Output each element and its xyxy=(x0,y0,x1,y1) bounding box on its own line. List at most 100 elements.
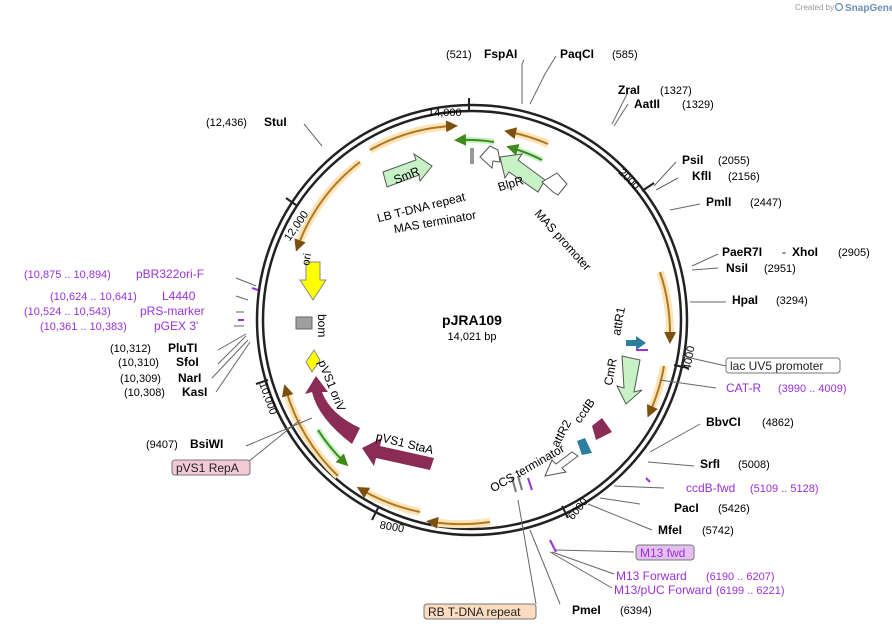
site-stui-pos: (12,436) xyxy=(206,117,247,129)
bom-box xyxy=(295,316,313,330)
m13-fwd-label: M13 fwd xyxy=(640,546,685,560)
site-psii-name: PsiI xyxy=(682,153,703,167)
backbone-inner xyxy=(261,109,683,531)
site-bsiwi-pos: (9407) xyxy=(146,439,178,451)
site-fspai-name: FspAI xyxy=(484,47,517,61)
site-hpai-pos: (3294) xyxy=(776,295,808,307)
site-paqci-pos: (585) xyxy=(612,49,638,61)
primer-m13puc-name: M13/pUC Forward xyxy=(614,583,712,597)
leader-lines xyxy=(211,55,727,605)
site-pmli-pos: (2447) xyxy=(750,197,782,209)
site-kasi-pos: (10,308) xyxy=(124,387,165,399)
green-arcs xyxy=(315,133,544,467)
backbone-outer xyxy=(255,103,689,537)
site-nsii-name: NsiI xyxy=(726,261,748,275)
site-nsii-pos: (2951) xyxy=(764,263,796,275)
cmr-arrow xyxy=(616,355,643,405)
site-mfei-pos: (5742) xyxy=(702,525,734,537)
site-mfei-name: MfeI xyxy=(658,523,682,537)
orf-arcs xyxy=(281,120,677,529)
primer-pgex3-pos: (10,361 .. 10,383) xyxy=(40,321,127,333)
site-pmei-name: PmeI xyxy=(572,603,601,617)
attr1-arrow xyxy=(626,336,646,350)
primer-marks xyxy=(238,287,651,553)
plasmid-name: pJRA109 xyxy=(442,312,502,328)
tick-12000 xyxy=(285,197,297,206)
plasmid-length: 14,021 bp xyxy=(448,331,497,343)
smr-arrow xyxy=(382,152,433,188)
site-bbvci-name: BbvCI xyxy=(706,415,741,429)
site-xhoi-name: XhoI xyxy=(792,245,818,259)
site-paer7i-name: PaeR7I xyxy=(722,245,762,259)
orf-arc-top-right xyxy=(504,127,549,145)
orf-arc-left-upper xyxy=(294,161,361,252)
site-hpai-name: HpaI xyxy=(732,293,758,307)
tick-8000 xyxy=(371,507,379,521)
blpr-label: BlpR xyxy=(496,173,525,194)
site-zrai-pos: (1327) xyxy=(660,85,692,97)
rb-repeat-mark-2 xyxy=(517,475,523,491)
mas-promoter-label: MAS promoter xyxy=(532,207,594,274)
rb-repeat-mark-1 xyxy=(511,477,517,493)
primer-prsmarker-pos: (10,524 .. 10,543) xyxy=(24,306,111,318)
pvs1-repa-label: pVS1 RepA xyxy=(176,461,239,475)
snapgene-brand: SnapGene xyxy=(845,3,892,14)
primer-pbr322ori-pos: (10,875 .. 10,894) xyxy=(24,269,111,281)
bom-label: bom xyxy=(315,314,329,337)
site-sfoi-pos: (10,310) xyxy=(118,357,159,369)
orf-arc-left-lower xyxy=(281,384,339,477)
site-srfi-pos: (5008) xyxy=(738,459,770,471)
site-paci-pos: (5426) xyxy=(718,503,750,515)
site-nari-name: NarI xyxy=(178,371,201,385)
pvs1-repa-box xyxy=(171,459,251,476)
ccdb-label: ccdB xyxy=(571,396,598,426)
tick-label-14000: 14,000 xyxy=(428,107,462,119)
site-pmei-pos: (6394) xyxy=(620,605,652,617)
tick-label-6000: 6000 xyxy=(566,496,591,522)
m13-fwd-box xyxy=(635,544,695,561)
tick-label-8000: 8000 xyxy=(379,519,405,535)
lb-repeat-mark xyxy=(470,148,474,164)
tick-10000 xyxy=(255,379,269,385)
primer-catr-name: CAT-R xyxy=(726,381,761,395)
primer-ccdbfwd-name: ccdB-fwd xyxy=(686,481,735,495)
tick-4000 xyxy=(673,364,689,369)
primer-m13forward-name: M13 Forward xyxy=(616,569,687,583)
site-zrai-name: ZraI xyxy=(618,83,640,97)
primer-l4440-name: L4440 xyxy=(162,289,196,303)
primer-m13puc-pos: (6199 .. 6221) xyxy=(716,585,785,597)
pvs1-staa-arrow xyxy=(362,438,434,470)
site-paci-name: PacI xyxy=(674,501,699,515)
site-pmli-name: PmlI xyxy=(706,195,731,209)
lac-uv5-box xyxy=(725,357,841,374)
orf-arc-right-upper xyxy=(659,271,677,344)
mas-terminator-arrow xyxy=(479,145,501,170)
ccdb-arrow xyxy=(592,418,612,440)
site-fspai-pos: (521) xyxy=(446,49,472,61)
ocs-terminator-arrow xyxy=(544,451,579,477)
site-kfli-pos: (2156) xyxy=(728,171,760,183)
site-kfli-name: KflI xyxy=(692,169,711,183)
site-sfoi-name: SfoI xyxy=(176,355,199,369)
cmr-label: CmR xyxy=(601,357,620,387)
attr2-arrow xyxy=(577,438,592,455)
orf-arc-right-lower xyxy=(646,365,665,418)
site-pluti-pos: (10,312) xyxy=(110,343,151,355)
site-aatii-pos: (1329) xyxy=(682,99,714,111)
ori-label: ori xyxy=(300,252,314,266)
site-stui-name: StuI xyxy=(264,115,287,129)
rb-repeat-label: RB T-DNA repeat xyxy=(428,605,521,619)
tick-6000 xyxy=(561,505,569,519)
orf-arc-bottom-left xyxy=(356,487,421,513)
attr1-label: attR1 xyxy=(609,306,628,337)
rb-repeat-box xyxy=(423,603,537,620)
site-srfi-name: SrfI xyxy=(700,457,720,471)
site-paer7i-dash: - xyxy=(782,245,786,259)
tick-2000 xyxy=(641,182,655,192)
ori-arrow xyxy=(299,261,327,301)
tick-label-2000: 2000 xyxy=(616,167,642,193)
primer-pgex3-name: pGEX 3' xyxy=(154,319,198,333)
site-bsiwi-name: BsiWI xyxy=(190,437,223,451)
mas-promoter-arrow xyxy=(541,172,568,196)
